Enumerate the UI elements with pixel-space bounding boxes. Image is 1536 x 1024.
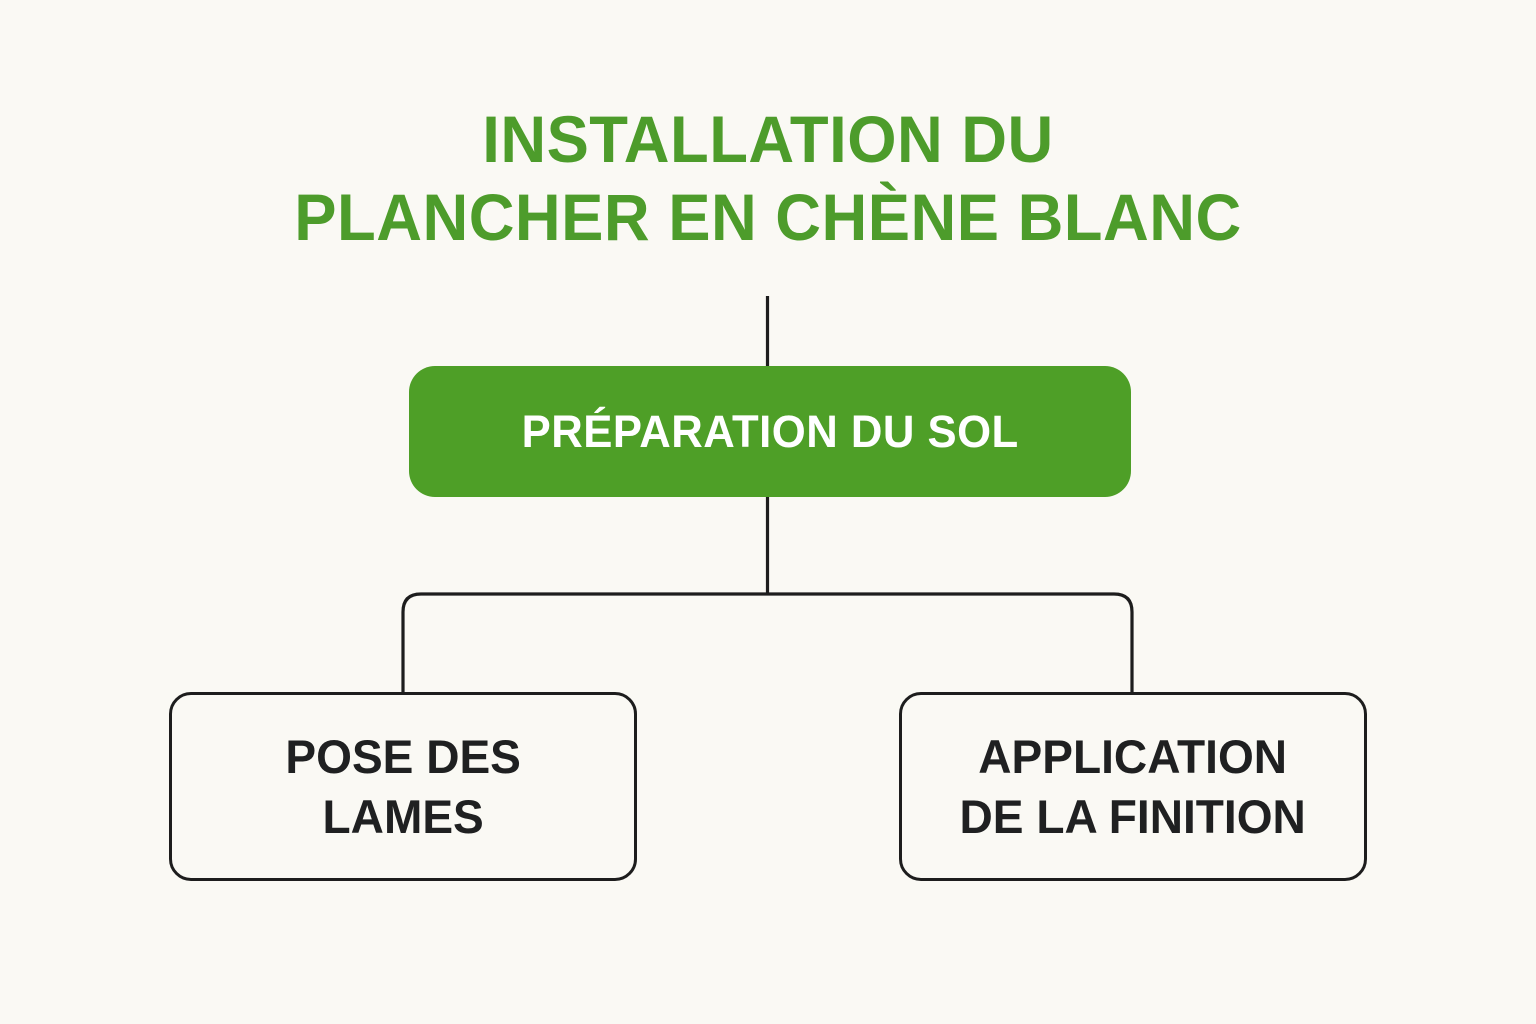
node-preparation-du-sol[interactable]: PRÉPARATION DU SOL	[409, 366, 1131, 497]
page-title: INSTALLATION DU PLANCHER EN CHÈNE BLANC	[294, 102, 1242, 254]
edge-root-to-child-left	[401, 592, 768, 693]
node-pose-des-lames[interactable]: POSE DES LAMES	[169, 692, 637, 881]
node-application-de-la-finition[interactable]: APPLICATION DE LA FINITION	[899, 692, 1367, 881]
node-root-label: PRÉPARATION DU SOL	[521, 405, 1019, 457]
node-child-left-label: POSE DES LAMES	[285, 729, 521, 843]
edge-root-to-child-right	[767, 592, 1134, 693]
node-child-right-label: APPLICATION DE LA FINITION	[959, 729, 1307, 843]
